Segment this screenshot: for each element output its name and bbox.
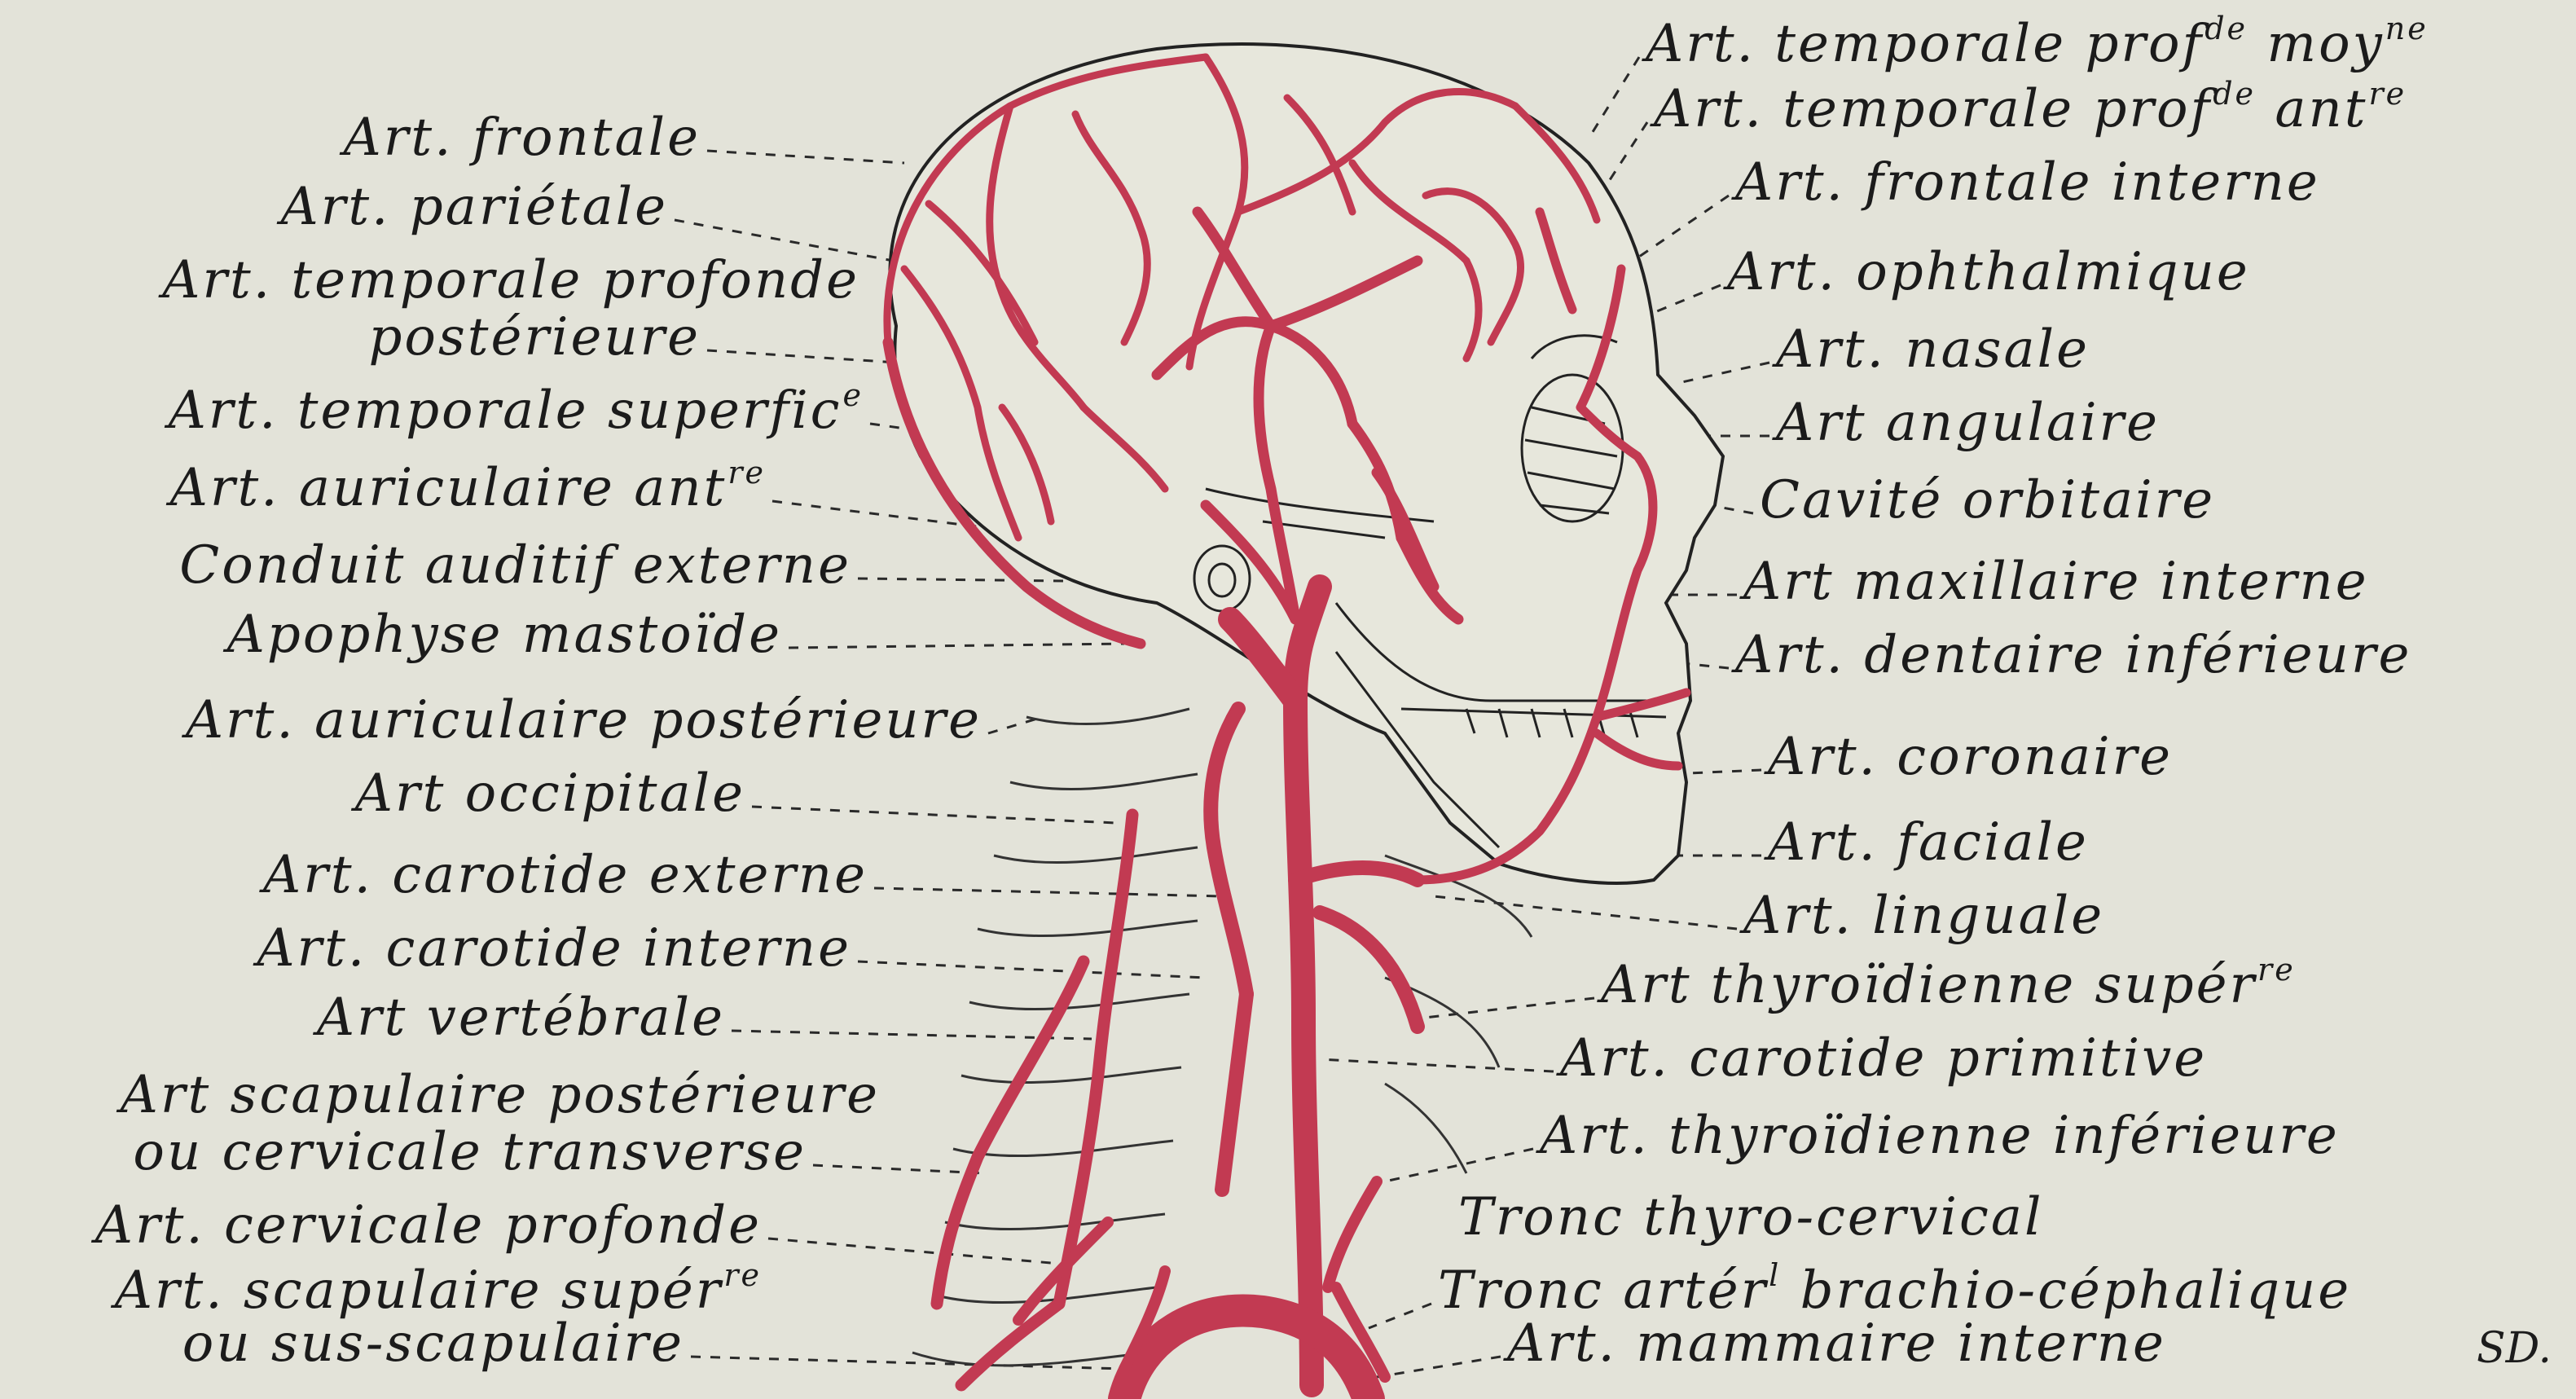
label-art-scapulaire-posterieure: Art scapulaire postérieure	[121, 1069, 880, 1121]
label-art-coronaire: Art. coronaire	[1768, 731, 2173, 783]
label-art-carotide-primitive: Art. carotide primitive	[1560, 1032, 2207, 1084]
label-apophyse-mastoide: Apophyse mastoïde	[227, 609, 782, 661]
label-art-auriculaire-ant: Art. auriculaire antre	[170, 462, 766, 514]
leader-line	[1605, 122, 1647, 187]
label-art-temporale-superfic: Art. temporale superfice	[169, 385, 864, 437]
label-art-dentaire-inferieure: Art. dentaire inférieure	[1735, 629, 2411, 681]
label-art-maxillaire-interne: Art maxillaire interne	[1743, 556, 2369, 608]
label-ou-cervicale-transverse: ou cervicale transverse	[133, 1126, 807, 1178]
leader-line	[1418, 998, 1594, 1018]
label-art-temporale-prof-ant: Art. temporale profde antre	[1654, 83, 2407, 135]
leader-line	[1320, 1059, 1554, 1071]
label-art-ophthalmique: Art. ophthalmique	[1727, 246, 2250, 298]
label-art-temporale-profonde: Art. temporale profonde	[162, 254, 859, 306]
label-posterieure: postérieure	[368, 311, 701, 363]
label-art-temporale-prof-moy: Art. temporale profde moyne	[1646, 18, 2429, 70]
label-art-thyroidienne-super: Art thyroïdienne supérre	[1601, 959, 2296, 1011]
label-art-scapulaire-super: Art. scapulaire supérre	[115, 1265, 762, 1317]
label-tronc-thyro-cervical: Tronc thyro-cervical	[1458, 1191, 2043, 1243]
leader-line	[1678, 363, 1769, 383]
label-conduit-auditif-externe: Conduit auditif externe	[179, 539, 851, 592]
leader-line	[1589, 57, 1639, 139]
leader-line	[858, 961, 1206, 978]
leader-line	[768, 1238, 1051, 1263]
label-art-nasale: Art. nasale	[1776, 323, 2090, 376]
leader-line	[1385, 1149, 1533, 1181]
leader-line	[789, 644, 1124, 648]
artist-signature: SD.	[2477, 1324, 2552, 1373]
label-art-frontale-interne: Art. frontale interne	[1735, 156, 2320, 209]
label-art-angulaire: Art angulaire	[1776, 397, 2160, 449]
label-art-carotide-externe: Art. carotide externe	[263, 849, 868, 901]
label-cavite-orbitaire: Cavité orbitaire	[1760, 474, 2215, 526]
label-art-vertebrale: Art vertébrale	[317, 992, 725, 1044]
leader-line	[707, 151, 904, 163]
label-art-auriculaire-posterieure: Art. auriculaire postérieure	[186, 694, 982, 746]
label-art-occipitale: Art occipitale	[355, 768, 745, 820]
label-art-carotide-interne: Art. carotide interne	[257, 922, 851, 974]
leader-line	[1369, 1304, 1431, 1328]
label-art-mammaire-interne: Art. mammaire interne	[1507, 1318, 2166, 1370]
label-art-cervicale-profonde: Art. cervicale profonde	[95, 1199, 762, 1252]
label-art-linguale: Art. linguale	[1743, 890, 2104, 942]
leader-line	[752, 807, 1116, 823]
label-ou-sus-scapulaire: ou sus-scapulaire	[182, 1318, 684, 1370]
label-art-parietale: Art. pariétale	[281, 181, 669, 233]
leader-line	[1377, 1357, 1501, 1377]
label-art-thyroidienne-inferieure: Art. thyroïdienne inférieure	[1540, 1110, 2340, 1162]
leader-line	[813, 1165, 986, 1173]
leader-line	[874, 888, 1222, 896]
leader-line	[1434, 896, 1737, 929]
label-art-frontale: Art. frontale	[344, 112, 701, 164]
label-art-faciale: Art. faciale	[1768, 816, 2089, 869]
label-tronc-arter-brachio-cephalique: Tronc artérl brachio-céphalique	[1438, 1265, 2351, 1317]
